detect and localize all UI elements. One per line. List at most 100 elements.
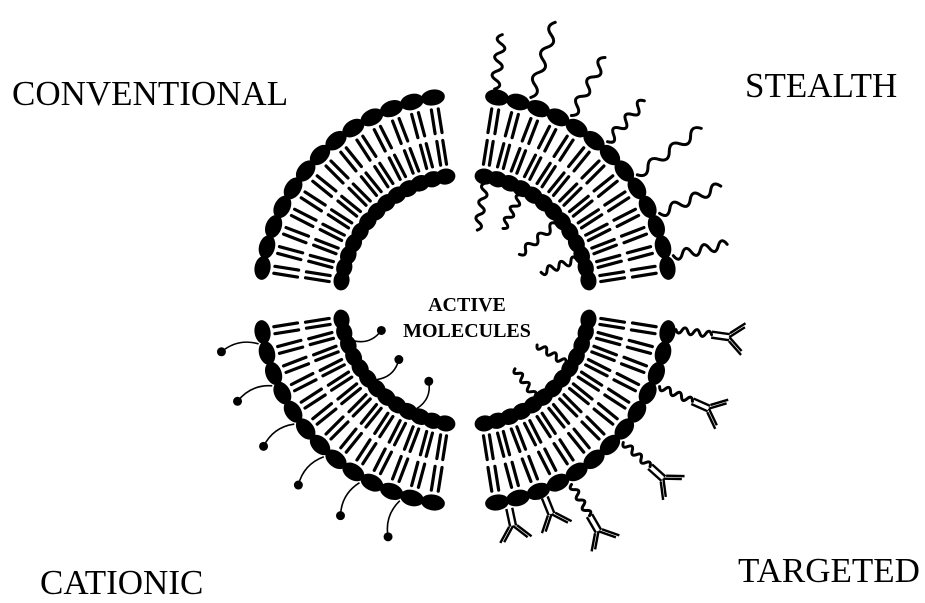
- lipid-tail: [338, 384, 357, 399]
- lipid-tail: [438, 109, 442, 133]
- lipid-tail: [332, 377, 352, 390]
- peg-chain: [673, 241, 727, 259]
- lipid-tail: [512, 462, 518, 485]
- lipid-tail: [631, 330, 655, 334]
- lipid-tail: [279, 347, 302, 353]
- label-cationic: CATIONIC: [40, 563, 203, 603]
- lipid-tail: [332, 210, 352, 223]
- lipid-tail: [601, 278, 625, 282]
- peg-chain: [572, 58, 606, 116]
- lipid-tail: [629, 253, 652, 259]
- lipid-tail: [375, 167, 388, 187]
- lipid-tail: [483, 141, 487, 165]
- peg-chain: [531, 22, 555, 97]
- lipid-tail: [418, 464, 424, 487]
- cationic-head: [217, 347, 226, 356]
- lipid-tail: [598, 333, 621, 339]
- peg-chain: [637, 128, 701, 176]
- lipid-tail: [443, 436, 447, 460]
- lipid-tail: [573, 201, 592, 216]
- lipid-tail: [426, 433, 432, 456]
- lipid-tail: [309, 333, 332, 339]
- antibody-stem: [512, 508, 516, 526]
- lipid-tail: [578, 377, 598, 390]
- lipid-tail: [503, 432, 509, 455]
- surface-modifications: [217, 22, 746, 551]
- lipid-tail: [498, 144, 504, 167]
- cationic-head: [233, 397, 242, 406]
- lipid-tail: [418, 113, 424, 136]
- lipid-tail: [380, 417, 393, 437]
- peg-chain: [519, 223, 556, 255]
- lipid-tail: [495, 110, 499, 134]
- cationic-tether: [221, 342, 258, 352]
- lipid-tail: [537, 417, 550, 437]
- lipid-head: [504, 487, 531, 509]
- lipid-tail: [309, 261, 332, 267]
- lipid-tail: [631, 266, 655, 270]
- tether-chain: [676, 328, 712, 336]
- lipid-tail: [306, 324, 330, 328]
- antibody-stem: [548, 496, 555, 513]
- peg-chain: [541, 257, 577, 275]
- lipid-tail: [310, 255, 333, 261]
- lipid-tail: [598, 261, 621, 267]
- cationic-tether: [298, 457, 323, 485]
- lipid-head: [256, 339, 278, 366]
- lipid-tail: [582, 215, 602, 228]
- tether-chain: [623, 443, 651, 467]
- lipid-tail: [420, 145, 426, 168]
- lipid-head: [658, 319, 678, 345]
- label-targeted: TARGETED: [738, 551, 920, 591]
- antibody-arm: [663, 479, 665, 497]
- lipid-tail: [438, 467, 442, 491]
- lipid-tail: [412, 114, 418, 137]
- lipid-tail: [597, 255, 620, 261]
- lipid-head: [652, 233, 674, 260]
- peg-chain: [608, 100, 645, 142]
- antibody-stem: [694, 399, 710, 406]
- lipid-head: [398, 91, 425, 113]
- lipid-tail: [505, 464, 511, 487]
- lipid-tail: [279, 247, 302, 253]
- lipid-tail: [380, 163, 393, 183]
- peg-chain: [503, 195, 521, 229]
- lipid-tail: [420, 432, 426, 455]
- lipid-tail: [274, 273, 298, 277]
- antibody-stem: [506, 509, 510, 527]
- lipid-head: [504, 91, 531, 113]
- lipid-tail: [328, 372, 348, 385]
- antibody-arm: [661, 482, 663, 500]
- lipid-tail: [549, 173, 564, 192]
- lipid-head: [398, 487, 425, 509]
- bilayer-stealth: [473, 88, 677, 292]
- lipid-tail: [503, 145, 509, 168]
- lipid-head: [652, 339, 674, 366]
- lipid-tail: [549, 408, 564, 427]
- antibody-stem: [711, 338, 729, 341]
- lipid-tail: [278, 340, 301, 346]
- lipid-tail: [573, 384, 592, 399]
- lipid-tail: [498, 433, 504, 456]
- lipid-tail: [632, 323, 656, 327]
- lipid-tail: [632, 273, 656, 277]
- lipid-tail: [306, 272, 330, 276]
- lipid-tail: [495, 466, 499, 490]
- lipid-tail: [366, 173, 381, 192]
- antibody-stem: [542, 499, 549, 516]
- lipid-tail: [488, 467, 492, 491]
- tether-chain: [570, 484, 591, 515]
- lipid-head: [253, 319, 273, 345]
- lipid-tail: [512, 114, 518, 137]
- cationic-head: [384, 532, 393, 541]
- peg-chain: [476, 183, 487, 230]
- antibody-stem: [691, 404, 707, 411]
- lipid-tail: [537, 163, 550, 183]
- lipid-tail: [597, 338, 620, 344]
- lipid-tail: [443, 141, 447, 165]
- lipid-tail: [306, 278, 330, 282]
- lipid-tail: [328, 215, 348, 228]
- lipid-head: [484, 88, 510, 108]
- lipid-head: [256, 233, 278, 260]
